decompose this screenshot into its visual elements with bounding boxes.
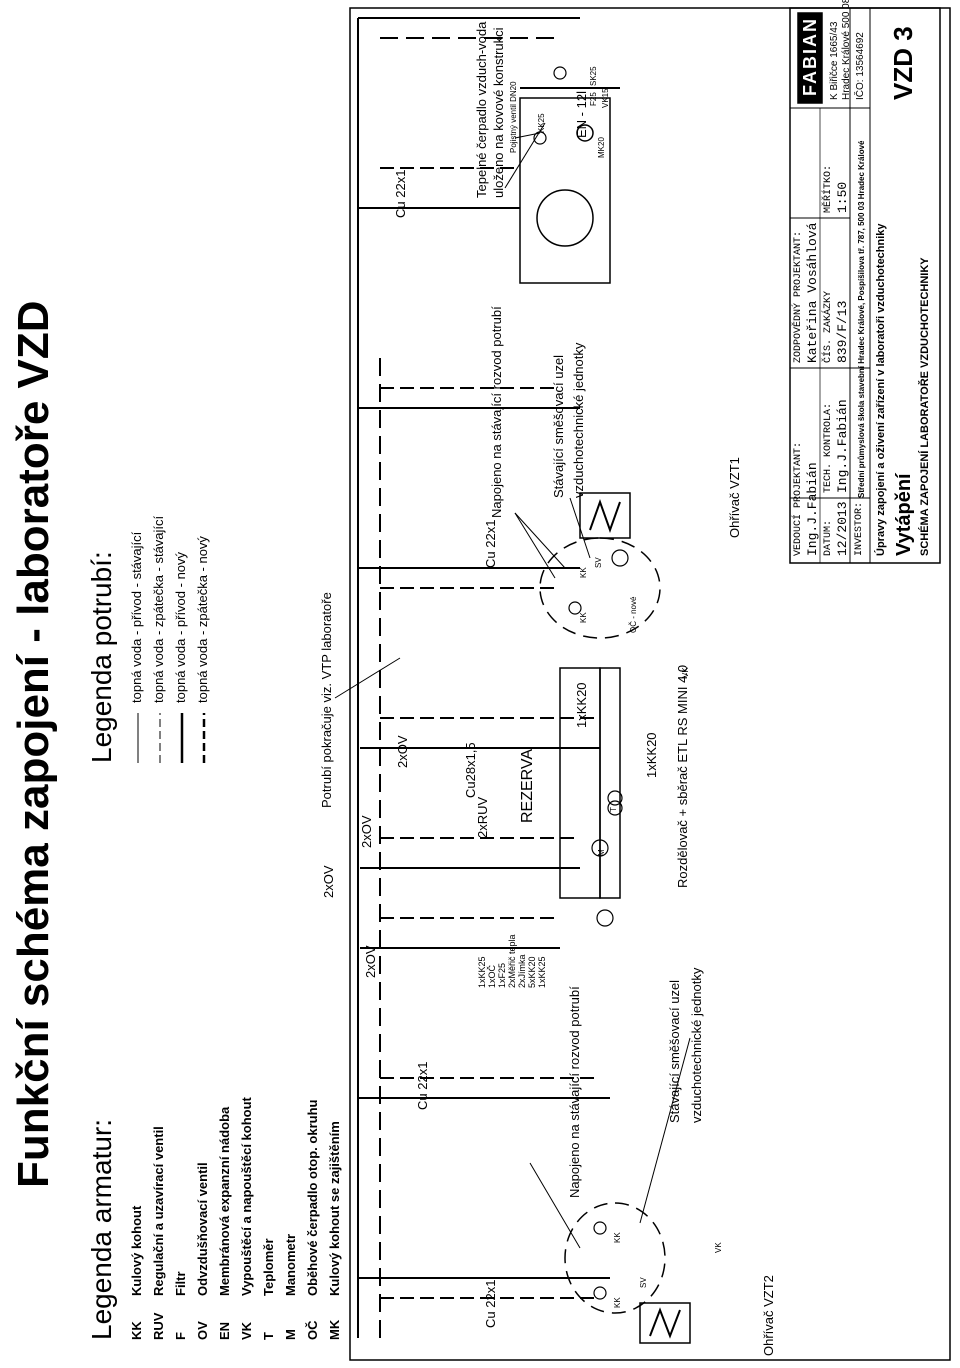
frame-border	[349, 7, 951, 1361]
heater-vzt2-box	[639, 1302, 691, 1344]
label-napojeno-right: Napojeno na stávající rozvod potrubí	[489, 306, 504, 518]
mixing-node-left	[564, 1202, 666, 1314]
label-napojeno-left: Napojeno na stávající rozvod potrubí	[567, 986, 582, 1198]
tb-ico: IČO: 13564692	[855, 32, 866, 100]
tb-drawing-number: VZD 3	[888, 26, 918, 100]
tb-profese: Vytápění	[893, 473, 915, 556]
label-kk25: KK25	[537, 113, 546, 133]
pump-list-item: 2xJímka	[517, 954, 527, 988]
label-1xkk20-a: 1xKK20	[574, 682, 589, 728]
label-kk-right-a: KK	[579, 612, 588, 623]
legend-line-sample	[202, 713, 206, 763]
tb-tech: Ing.J.Fabián	[835, 399, 850, 493]
label-2xov-a: 2xOV	[363, 945, 378, 978]
tb-vedouci: Ing.J.Fabián	[805, 462, 820, 556]
label-potrubi-pokracuje: Potrubí pokračuje viz. VTP laboratoře	[319, 592, 334, 808]
tb-datum-label: DATUM:	[823, 519, 834, 556]
legend-line-sample	[137, 713, 139, 763]
tb-tech-label: TECH. KONTROLA:	[823, 402, 834, 493]
pump-list-item: 1xKK25	[537, 956, 547, 988]
tb-zodp-label: ZODPOVĚDNÝ PROJEKTANT:	[793, 230, 804, 363]
label-rozdelovac: Rozdělovač + sběrač ETL RS MINI 4.0	[675, 664, 690, 888]
label-pojistny-ventil: Pojistný ventil DN20	[509, 81, 518, 153]
expansion-vessel-icon	[576, 124, 594, 142]
label-kk-right-b: KK	[579, 567, 588, 578]
tb-vedouci-label: VEDOUCÍ PROJEKTANT:	[793, 441, 804, 556]
heater-vzt1-box	[579, 492, 631, 539]
label-2xruv: 2xRUV	[475, 796, 490, 838]
label-cerpadlo-2: uloženo na kovové konstrukci	[491, 27, 506, 198]
label-kk-left-b: KK	[613, 1232, 622, 1243]
pump-list-item: 2xMěřič tepla	[507, 934, 517, 988]
pump-list-item: 1xOČ	[487, 964, 497, 988]
label-sv-right: SV	[594, 557, 603, 568]
label-2xov-c: 2xOV	[359, 815, 374, 848]
label-cu28: Cu28x1,5	[463, 742, 478, 798]
pump-list-item: 1xKK25	[477, 956, 487, 988]
label-uzel-right-1: Stávající směšovací uzel	[551, 354, 566, 498]
label-1xkk20-b: 1xKK20	[644, 732, 659, 778]
tb-datum: 12/2013	[835, 501, 850, 556]
label-sk25: SK25	[589, 66, 598, 86]
label-cu22-a: Cu 22x1	[483, 1279, 498, 1328]
tb-cis: 839/F/13	[835, 300, 850, 363]
label-sv-left: SV	[639, 1277, 648, 1288]
label-2xov-d: 2xOV	[395, 735, 410, 768]
heat-pump-box	[519, 97, 611, 284]
legend-line-sample	[180, 713, 184, 763]
label-2xov-b: 2xOV	[321, 865, 336, 898]
label-t: T	[609, 807, 618, 812]
label-kk-left-a: KK	[613, 1297, 622, 1308]
label-f25: F25	[589, 92, 598, 106]
label-mk20: MK20	[597, 137, 606, 158]
label-cerpadlo-1: Tepelné čerpadlo vzduch-voda	[474, 21, 489, 198]
label-vk-left: VK	[714, 1242, 723, 1253]
tb-meritko: 1:50	[835, 181, 850, 213]
label-cu22-c: Cu 22x1	[483, 519, 498, 568]
tb-investor-label: INVESTOR:	[854, 501, 865, 556]
company-logo: FABIAN	[800, 17, 820, 96]
tb-adresa-1: K Biřičce 1665/43	[829, 21, 840, 100]
label-uzel-left-2: vzduchotechnické jednotky	[689, 967, 704, 1123]
title-block	[789, 7, 941, 564]
label-oc-nove: OČ - nové	[629, 596, 638, 633]
mixing-node-right	[539, 537, 661, 639]
tb-investor: Střední průmyslová škola stavební Hradec…	[857, 140, 866, 499]
label-rezerva: REZERVA	[519, 748, 536, 823]
fan-icon	[536, 189, 594, 247]
label-vk-right: VK	[681, 667, 690, 678]
pump-list-item: 1xF25	[497, 962, 507, 988]
label-cu22-d: Cu 22x1	[393, 169, 408, 218]
tb-adresa-2: Hradec Králové 500 08	[841, 0, 852, 100]
label-uzel-right-2: vzduchotechnické jednotky	[571, 342, 586, 498]
label-ohrivac-vzt1: Ohřívač VZT1	[727, 457, 742, 538]
label-ohrivac-vzt2: Ohřívač VZT2	[761, 1275, 776, 1356]
pump-list-item: 5xKK20	[527, 956, 537, 988]
tb-meritko-label: MĚŘÍTKO:	[823, 164, 834, 213]
label-m: M	[597, 849, 606, 856]
label-cu22-b: Cu 22x1	[415, 1061, 430, 1110]
tb-cis-label: ČÍS. ZAKÁZKY	[823, 290, 834, 363]
tb-akce: Úpravy zapojení a oživení zařízení v lab…	[875, 223, 887, 556]
legend-line-sample	[159, 713, 161, 763]
label-uzel-left-1: Stávající směšovací uzel	[667, 979, 682, 1123]
tb-schema: SCHÉMA ZAPOJENÍ LABORATOŘE VZDUCHOTECHNI…	[919, 257, 931, 556]
label-en12: EN - 12l	[574, 91, 589, 138]
label-vk15: VK15	[601, 88, 610, 108]
tb-zodp: Kateřina Vosáhlová	[805, 222, 820, 363]
